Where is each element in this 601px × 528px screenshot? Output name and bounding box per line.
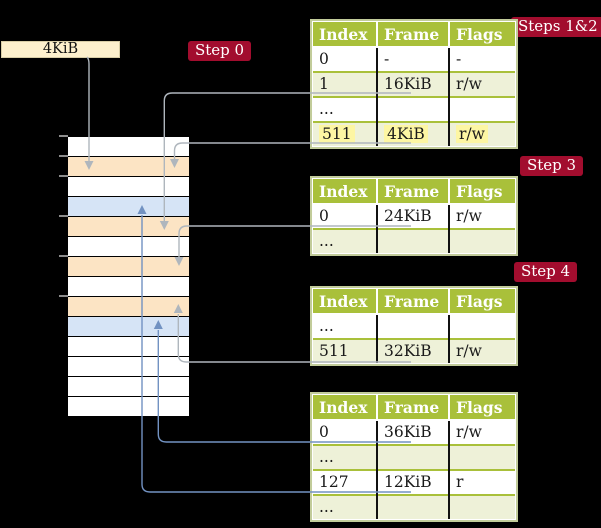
physical-memory-stack xyxy=(68,136,189,417)
page-table-3: Index Frame Flags ... 511 32KiB r/w xyxy=(310,286,518,366)
step-4-badge: Step 4 xyxy=(514,262,578,282)
memory-frame-row-12 xyxy=(68,377,189,397)
column-header-frame: Frame xyxy=(377,22,450,48)
highlighted-value: 4KiB xyxy=(384,125,428,143)
memory-frame-row-9 xyxy=(68,317,189,337)
column-header-index: Index xyxy=(313,395,378,421)
page-table-2: Index Frame Flags 0 24KiB r/w ... xyxy=(310,176,518,256)
step-3-badge: Step 3 xyxy=(520,156,584,176)
page-table-4: Index Frame Flags 0 36KiB r/w ... 127 xyxy=(310,392,518,522)
memory-frame-row-6 xyxy=(68,257,189,277)
table-row: ... xyxy=(313,314,515,339)
memory-frame-row-1 xyxy=(68,157,189,177)
highlighted-value: r/w xyxy=(456,125,488,143)
column-header-frame: Frame xyxy=(377,395,450,421)
column-header-frame: Frame xyxy=(377,179,450,205)
column-header-flags: Flags xyxy=(449,395,515,421)
table-row-highlighted: 511 4KiB r/w xyxy=(313,121,515,146)
address-tick xyxy=(59,175,68,177)
table-row: 0 24KiB r/w xyxy=(313,204,515,229)
frame-size-box: 4KiB xyxy=(1,41,120,58)
memory-frame-row-0 xyxy=(68,137,189,157)
table-row: ... xyxy=(313,444,515,470)
column-header-index: Index xyxy=(313,289,378,315)
table-row: ... xyxy=(313,96,515,122)
table-row: 1 16KiB r/w xyxy=(313,71,515,97)
column-header-flags: Flags xyxy=(449,22,515,48)
column-header-flags: Flags xyxy=(449,289,515,315)
page-table-1: Index Frame Flags 0 - - 1 16KiB r/w ... xyxy=(310,19,518,149)
address-tick xyxy=(59,255,68,257)
column-header-index: Index xyxy=(313,179,378,205)
memory-frame-row-11 xyxy=(68,357,189,377)
address-tick xyxy=(59,295,68,297)
step-0-badge: Step 0 xyxy=(188,41,252,61)
memory-frame-row-2 xyxy=(68,177,189,197)
steps-1-2-badge: Steps 1&2 xyxy=(511,17,601,37)
address-tick xyxy=(59,155,68,157)
table-row: ... xyxy=(313,494,515,519)
memory-frame-row-3 xyxy=(68,197,189,217)
table-row: 511 32KiB r/w xyxy=(313,338,515,363)
table-row: 127 12KiB r xyxy=(313,469,515,495)
frame-size-label: 4KiB xyxy=(42,41,79,57)
column-header-index: Index xyxy=(313,22,378,48)
memory-frame-row-10 xyxy=(68,337,189,357)
table-row: ... xyxy=(313,228,515,253)
memory-frame-row-8 xyxy=(68,297,189,317)
column-header-flags: Flags xyxy=(449,179,515,205)
memory-frame-row-13 xyxy=(68,397,189,417)
address-tick xyxy=(59,215,68,217)
memory-frame-row-5 xyxy=(68,237,189,257)
table-row: 0 - - xyxy=(313,47,515,72)
memory-frame-row-4 xyxy=(68,217,189,237)
highlighted-value: 511 xyxy=(319,125,355,143)
table-row: 0 36KiB r/w xyxy=(313,420,515,445)
memory-frame-row-7 xyxy=(68,277,189,297)
column-header-frame: Frame xyxy=(377,289,450,315)
address-tick xyxy=(59,135,68,137)
